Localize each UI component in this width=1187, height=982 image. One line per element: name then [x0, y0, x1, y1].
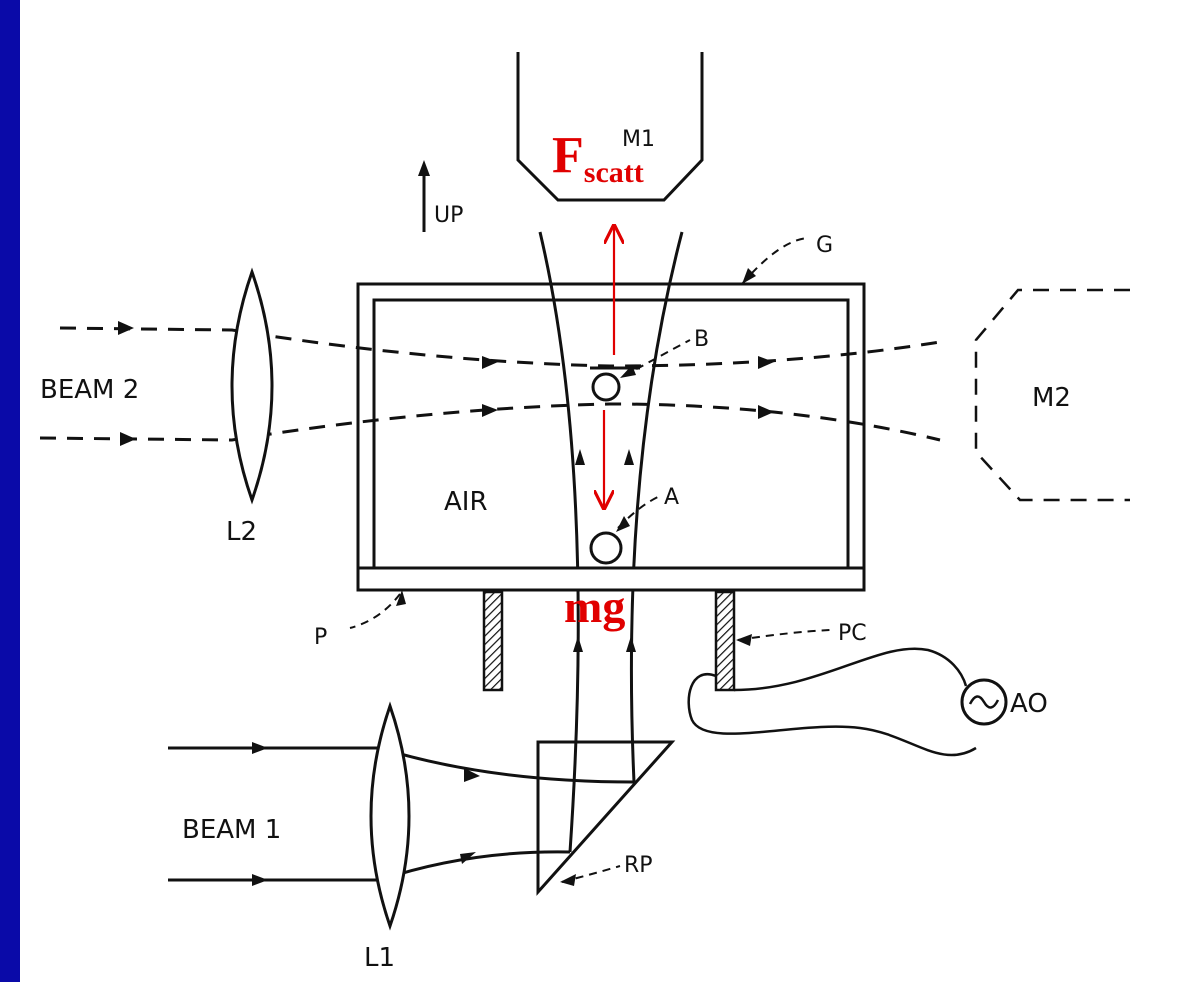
lens-l1 [369, 701, 411, 931]
l1-label: L1 [364, 943, 395, 973]
optical-levitation-diagram: M1 UP [39, 52, 1130, 973]
sine-wave-icon [968, 695, 1000, 709]
right-angle-prism [536, 740, 676, 896]
a-label: A [664, 485, 679, 510]
ao-label: AO [1010, 689, 1048, 719]
piezo-post [714, 590, 736, 692]
plate [356, 566, 866, 592]
pc-label: PC [838, 621, 867, 646]
ac-wires [687, 647, 977, 757]
g-label: G [816, 233, 833, 258]
p-label: P [314, 625, 327, 650]
beam-1-label: BEAM 1 [182, 815, 281, 845]
particle-b [591, 372, 621, 402]
force-scatt-label: Fscatt [552, 127, 644, 189]
beam-2 [39, 326, 941, 442]
up-label: UP [434, 203, 463, 228]
beam-2-label: BEAM 2 [40, 375, 139, 405]
m1-microscope [516, 52, 704, 202]
up-arrow [418, 160, 430, 232]
glass-cell-inner [372, 298, 850, 570]
m2-microscope [974, 288, 1130, 502]
beam-1-arrows [252, 742, 480, 886]
beam-2-arrows [118, 321, 774, 446]
support-post-left [482, 590, 504, 692]
weight-label: mg [564, 581, 625, 632]
l2-label: L2 [226, 517, 257, 547]
b-label: B [694, 327, 709, 352]
lens-l2 [230, 267, 274, 505]
particle-a [589, 531, 623, 565]
air-label: AIR [444, 487, 488, 517]
vertical-beam-arrows [573, 449, 636, 652]
m2-label: M2 [1032, 383, 1071, 413]
m1-label: M1 [622, 127, 655, 152]
diagram-panel: M1 UP [20, 0, 1187, 982]
glass-cell-outer [356, 282, 866, 570]
rp-label: RP [624, 853, 653, 878]
